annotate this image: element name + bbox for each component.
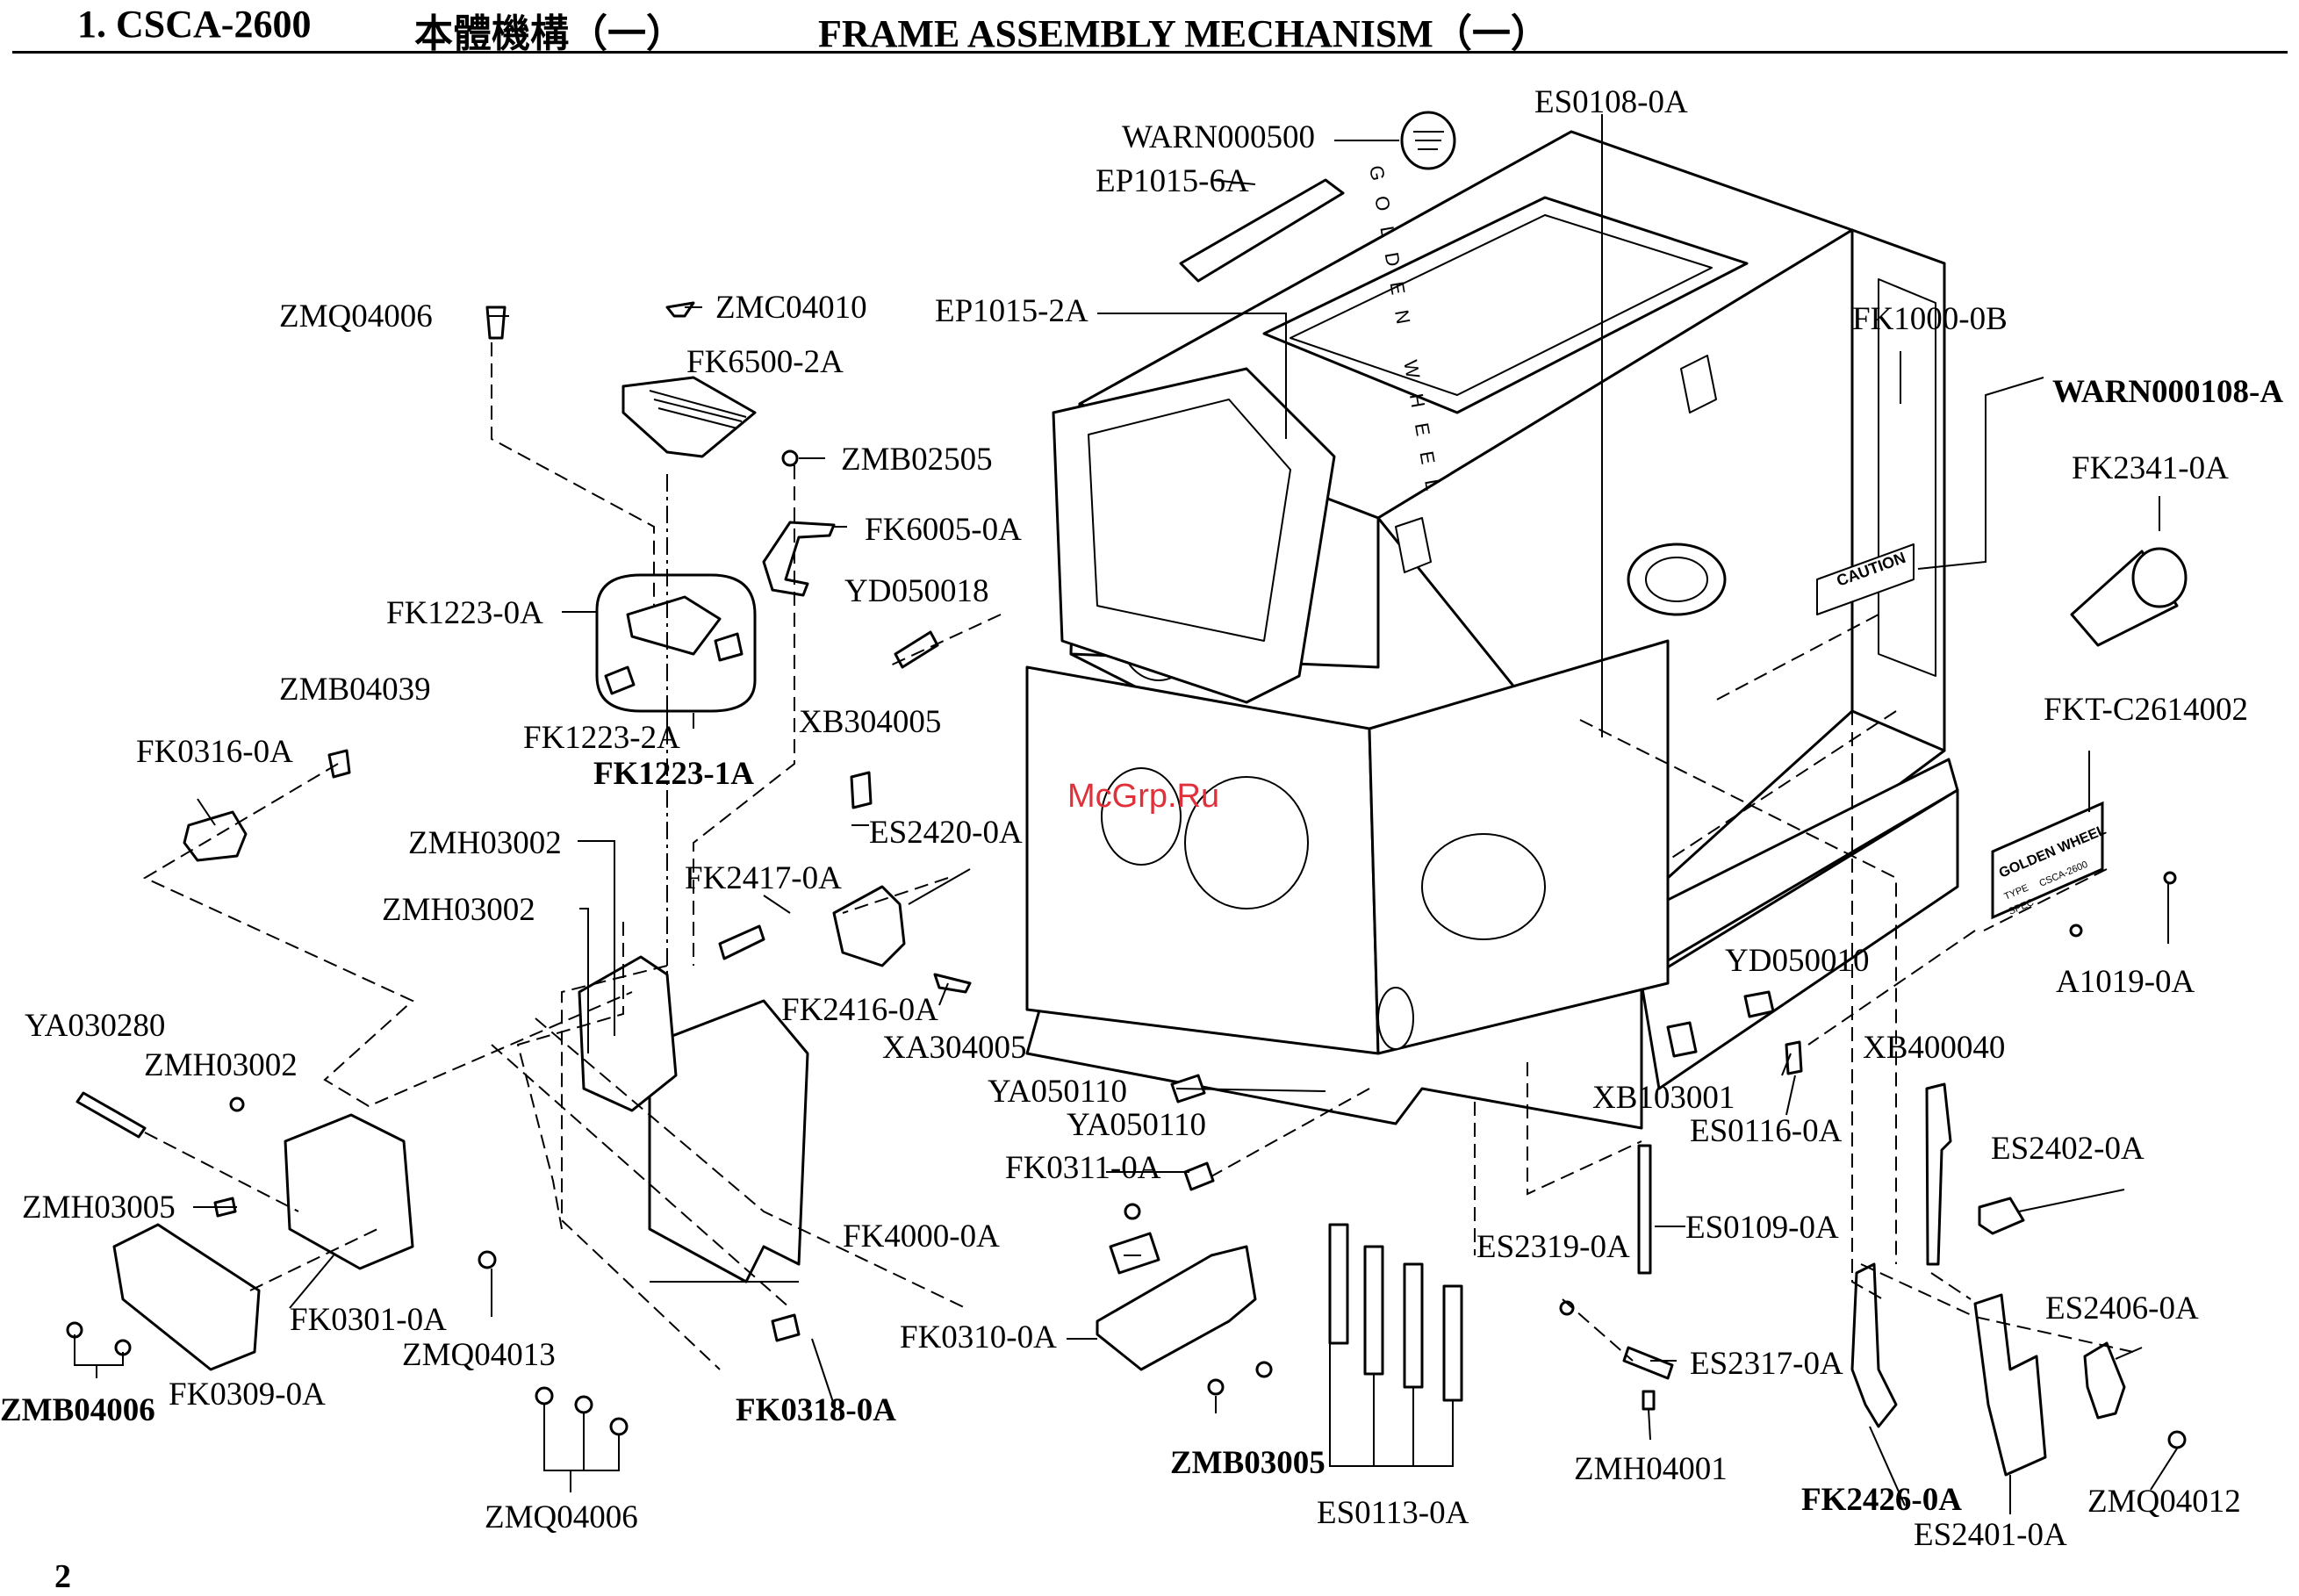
part-label: ZMQ04006 [279, 298, 433, 334]
part-label: ES2420-0A [869, 815, 1023, 851]
part-label: ZMH03005 [22, 1190, 176, 1226]
part-label: ZMQ04013 [402, 1337, 556, 1373]
part-label: FK6500-2A [686, 344, 844, 380]
part-label: A1019-0A [2056, 964, 2195, 1000]
part-label: YD050010 [1725, 943, 1869, 979]
part-label: YA030280 [25, 1008, 165, 1044]
part-label: FK2341-0A [2072, 450, 2229, 486]
part-label: ZMH03002 [144, 1047, 298, 1083]
part-label: FK6005-0A [865, 512, 1022, 548]
part-label: ES0108-0A [1534, 84, 1688, 120]
part-label: EP1015-6A [1096, 163, 1249, 199]
part-label: FK2426-0A [1801, 1482, 1962, 1518]
part-label: FK0316-0A [136, 734, 293, 770]
part-label: FK0309-0A [169, 1377, 326, 1413]
part-label: FK0311-0A [1005, 1150, 1161, 1186]
part-label: FK1223-2A [523, 720, 680, 756]
part-label: ZMB04039 [279, 672, 431, 708]
machine-frame [1025, 130, 1959, 1130]
part-label: ES2401-0A [1914, 1517, 2067, 1553]
watermark-text: McGrp.Ru [1067, 778, 1220, 815]
part-label: XA304005 [882, 1030, 1026, 1066]
part-label: ZMQ04012 [2087, 1484, 2241, 1520]
part-label: ES2319-0A [1476, 1229, 1630, 1265]
nameplate: GOLDEN WHEEL TYPE CSCA-2600 SPEC [1991, 801, 2109, 920]
part-label: ES2317-0A [1690, 1346, 1843, 1382]
part-label: ZMH03002 [408, 825, 562, 861]
title-chinese: 本體機構（一） [414, 12, 685, 55]
part-label: YA050110 [988, 1074, 1127, 1110]
part-label: EP1015-2A [935, 293, 1088, 329]
part-label: FK2417-0A [685, 860, 842, 896]
part-label: FK4000-0A [843, 1219, 1000, 1255]
part-label: XB103001 [1592, 1080, 1735, 1116]
part-label: FK1000-0B [1852, 301, 2008, 337]
part-label: ZMH03002 [382, 892, 535, 928]
part-label: ZMC04010 [715, 290, 867, 326]
part-label: ES2406-0A [2045, 1290, 2199, 1326]
part-label: FK0310-0A [900, 1319, 1057, 1355]
part-label: XB400040 [1863, 1030, 2005, 1066]
page-header: 1. CSCA-2600 本體機構（一） FRAME ASSEMBLY MECH… [0, 0, 2299, 55]
part-label: FKT-C2614002 [2044, 692, 2248, 728]
part-label: ZMB02505 [841, 442, 993, 478]
part-label: FK1223-1A [593, 756, 754, 792]
part-labels: WARN000500 EP1015-6A ES0108-0A ZMC04010 … [0, 84, 2283, 1553]
part-label: YA050110 [1067, 1107, 1206, 1143]
part-label: ES0116-0A [1690, 1113, 1843, 1149]
component-parts [66, 111, 2188, 1477]
page-number: 2 [54, 1558, 71, 1595]
part-label: WARN000500 [1122, 119, 1315, 155]
part-label: ZMQ04006 [485, 1499, 638, 1535]
part-label: ZMB03005 [1170, 1445, 1326, 1481]
part-label: FK1223-0A [386, 595, 543, 631]
part-label: ES0113-0A [1317, 1495, 1469, 1531]
part-label: XB304005 [799, 704, 941, 740]
part-label: ZMB04006 [0, 1392, 155, 1428]
part-label: FK2416-0A [781, 992, 938, 1028]
part-label: ES2402-0A [1991, 1131, 2145, 1167]
part-label: ZMH04001 [1574, 1451, 1728, 1487]
title-english: FRAME ASSEMBLY MECHANISM（一） [818, 12, 1549, 55]
part-label: FK0301-0A [290, 1302, 447, 1338]
part-label: FK0318-0A [736, 1392, 896, 1428]
part-label: YD050018 [844, 573, 988, 609]
header-rule [12, 51, 2288, 54]
part-label: ES0109-0A [1685, 1210, 1839, 1246]
section-number: 1. CSCA-2600 [77, 3, 312, 46]
part-label: WARN000108-A [2052, 374, 2283, 410]
leader-lines [74, 114, 2178, 1514]
